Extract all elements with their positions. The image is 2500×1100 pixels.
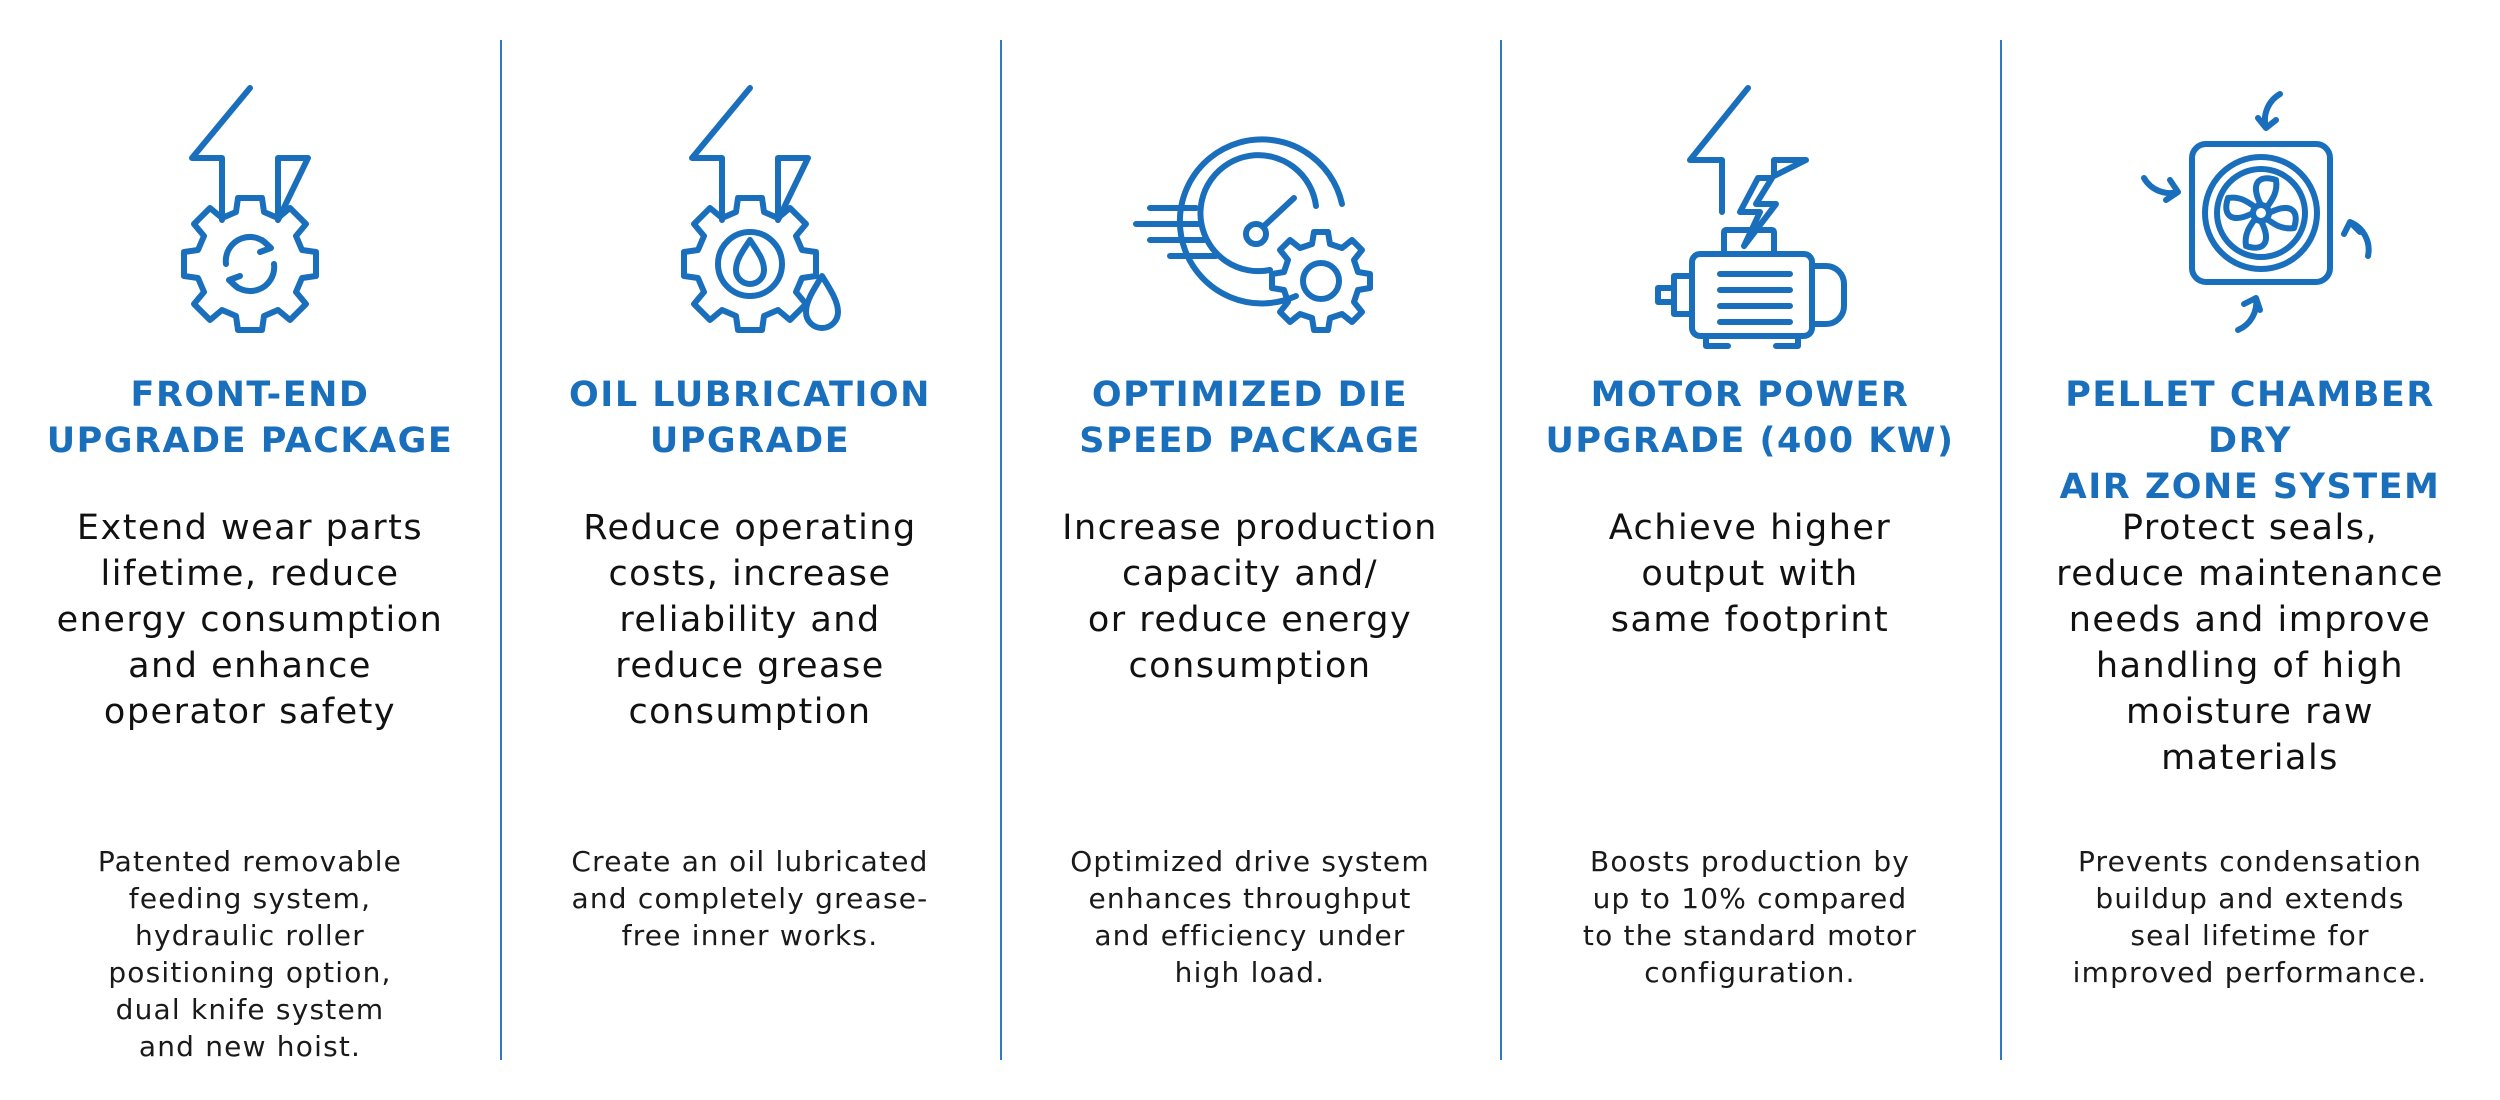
- feature-card-die-speed: OPTIMIZED DIE SPEED PACKAGE Increase pro…: [1000, 0, 1500, 1100]
- feature-title: FRONT-END UPGRADE PACKAGE: [46, 375, 454, 461]
- motor-lightning-up-arrow-icon: [1655, 85, 1847, 349]
- feature-description: Patented removable feeding system, hydra…: [97, 845, 403, 1063]
- column-divider: [1500, 40, 1502, 1060]
- column-divider: [1000, 40, 1002, 1060]
- feature-card-oil-lubrication: OIL LUBRICATION UPGRADE Reduce operating…: [500, 0, 1000, 1100]
- feature-description: Boosts production by up to 10% compared …: [1582, 845, 1918, 989]
- gear-oil-drop-up-arrow-icon: [681, 85, 841, 333]
- feature-tagline: Protect seals, reduce maintenance needs …: [2056, 508, 2444, 778]
- fan-airflow-icon: [2141, 91, 2372, 333]
- feature-tagline: Extend wear parts lifetime, reduce energ…: [56, 508, 444, 732]
- feature-icon-container: [1000, 80, 1500, 350]
- feature-icon-container: [500, 80, 1000, 350]
- feature-title: OIL LUBRICATION UPGRADE: [569, 375, 931, 461]
- feature-tagline: Increase production capacity and/ or red…: [1062, 508, 1438, 686]
- feature-title: MOTOR POWER UPGRADE (400 KW): [1545, 375, 1955, 461]
- feature-icon-container: [0, 80, 500, 350]
- feature-card-motor-power: MOTOR POWER UPGRADE (400 KW) Achieve hig…: [1500, 0, 2000, 1100]
- column-divider: [500, 40, 502, 1060]
- feature-card-dry-air-zone: PELLET CHAMBER DRY AIR ZONE SYSTEM Prote…: [2000, 0, 2500, 1100]
- feature-tagline: Reduce operating costs, increase reliabi…: [583, 508, 917, 732]
- gear-up-arrow-icon: [181, 85, 319, 333]
- feature-tagline: Achieve higher output with same footprin…: [1608, 508, 1892, 640]
- feature-description: Prevents condensation buildup and extend…: [2072, 845, 2428, 989]
- feature-title: PELLET CHAMBER DRY AIR ZONE SYSTEM: [2059, 375, 2441, 507]
- feature-card-front-end: FRONT-END UPGRADE PACKAGE Extend wear pa…: [0, 0, 500, 1100]
- column-divider: [2000, 40, 2002, 1060]
- feature-icon-container: [2000, 80, 2500, 350]
- feature-icon-container: [1500, 80, 2000, 350]
- feature-description: Optimized drive system enhances throughp…: [1070, 845, 1430, 989]
- speed-gauge-gear-icon: [1133, 136, 1373, 333]
- feature-title: OPTIMIZED DIE SPEED PACKAGE: [1079, 375, 1421, 461]
- feature-description: Create an oil lubricated and completely …: [571, 845, 929, 952]
